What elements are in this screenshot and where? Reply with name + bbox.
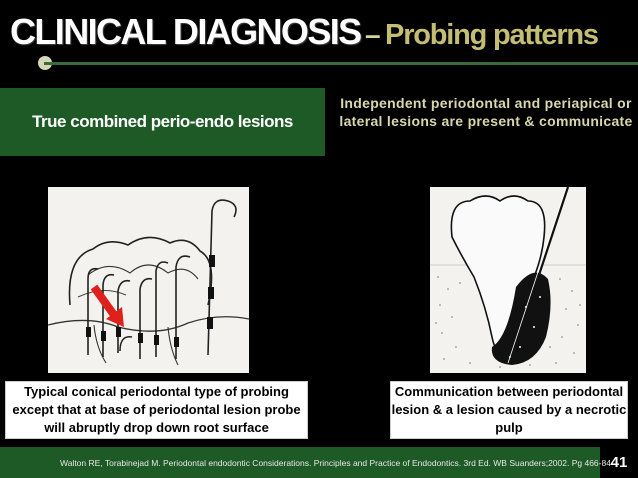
right-caption: Communication between periodontal lesion… — [390, 381, 628, 439]
title-main: CLINICAL DIAGNOSIS — [10, 11, 362, 52]
title-subtitle: Probing patterns — [385, 19, 599, 51]
left-label-text: True combined perio-endo lesions — [32, 112, 293, 131]
left-caption-text: Typical conical periodontal type of prob… — [12, 384, 301, 435]
page-number: 41 — [610, 454, 628, 471]
footer-bar: Walton RE, Torabinejad M. Periodontal en… — [0, 447, 611, 478]
left-caption: Typical conical periodontal type of prob… — [5, 381, 308, 439]
right-caption-text: Communication between periodontal lesion… — [391, 384, 627, 435]
red-arrow-icon — [90, 284, 124, 327]
slide-title: CLINICAL DIAGNOSIS – Probing patterns — [10, 12, 635, 60]
probing-illustration-image — [48, 187, 249, 373]
title-separator: – — [365, 19, 381, 50]
reference-text: Walton RE, Torabinejad M. Periodontal en… — [60, 457, 611, 468]
right-heading: Independent periodontal and periapical o… — [339, 95, 633, 129]
tooth-lesion-illustration-svg — [430, 187, 586, 373]
probing-illustration-svg — [48, 187, 249, 373]
left-label-box: True combined perio-endo lesions — [0, 88, 325, 156]
tooth-lesion-illustration-image — [430, 187, 586, 373]
title-rule — [44, 62, 638, 65]
